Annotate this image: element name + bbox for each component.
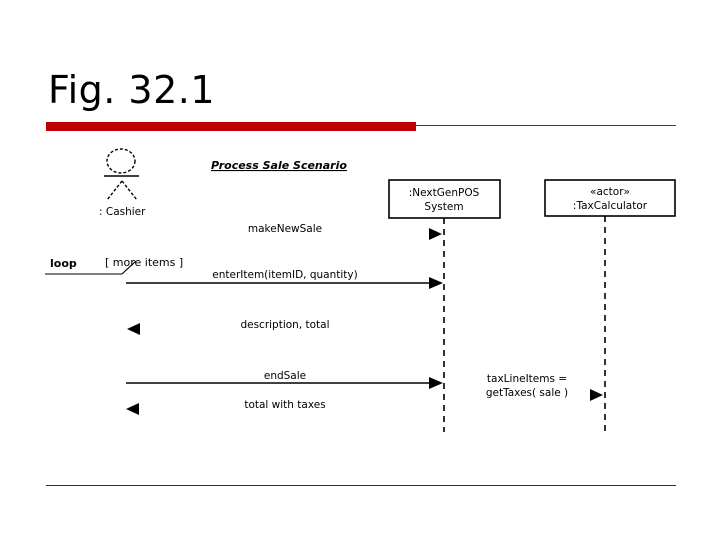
message-get-taxes-arrowhead <box>590 389 603 401</box>
title-accent-bar <box>46 122 416 131</box>
lifeline-nextgenpos-label-line2: System <box>424 201 463 213</box>
message-make-new-sale-label: makeNewSale <box>248 223 322 235</box>
message-make-new-sale-arrowhead <box>429 228 442 240</box>
fragment-loop-guard: [ more items ] <box>105 256 183 269</box>
lifeline-box-taxcalculator: «actor» :TaxCalculator <box>544 179 676 217</box>
frame-title: Process Sale Scenario <box>211 159 347 172</box>
message-end-sale: endSale <box>126 370 443 389</box>
message-total-with-taxes-label: total with taxes <box>244 399 325 411</box>
lifeline-box-nextgenpos: :NextGenPOS System <box>388 179 501 219</box>
title-accent-rule <box>416 125 676 126</box>
message-enter-item-arrowhead <box>429 277 443 289</box>
message-end-sale-arrowhead <box>429 377 443 389</box>
message-get-taxes: taxLineItems = getTaxes( sale ) <box>486 373 603 401</box>
page-title: Fig. 32.1 <box>48 68 216 112</box>
message-total-with-taxes-arrowhead <box>126 403 139 415</box>
actor-cashier-icon <box>104 148 139 201</box>
lifeline-taxcalculator-label: :TaxCalculator <box>573 200 648 212</box>
message-description-total-arrowhead <box>127 323 140 335</box>
fragment-loop: loop [ more items ] <box>45 256 183 275</box>
message-total-with-taxes: total with taxes <box>126 399 326 415</box>
message-description-total-label: description, total <box>240 319 329 331</box>
lifeline-taxcalculator-stereotype: «actor» <box>590 186 630 198</box>
footer-rule <box>46 485 676 486</box>
message-make-new-sale: makeNewSale <box>248 223 442 240</box>
actor-cashier-label: : Cashier <box>99 206 146 218</box>
message-enter-item: enterItem(itemID, quantity) <box>126 269 443 289</box>
lifeline-nextgenpos-label-line1: :NextGenPOS <box>409 187 480 199</box>
message-description-total: description, total <box>127 319 330 335</box>
message-end-sale-label: endSale <box>264 370 306 382</box>
message-get-taxes-label-line1: taxLineItems = <box>487 373 567 385</box>
fragment-loop-operator: loop <box>50 257 77 270</box>
message-get-taxes-label-line2: getTaxes( sale ) <box>486 387 568 399</box>
message-enter-item-label: enterItem(itemID, quantity) <box>212 269 357 281</box>
